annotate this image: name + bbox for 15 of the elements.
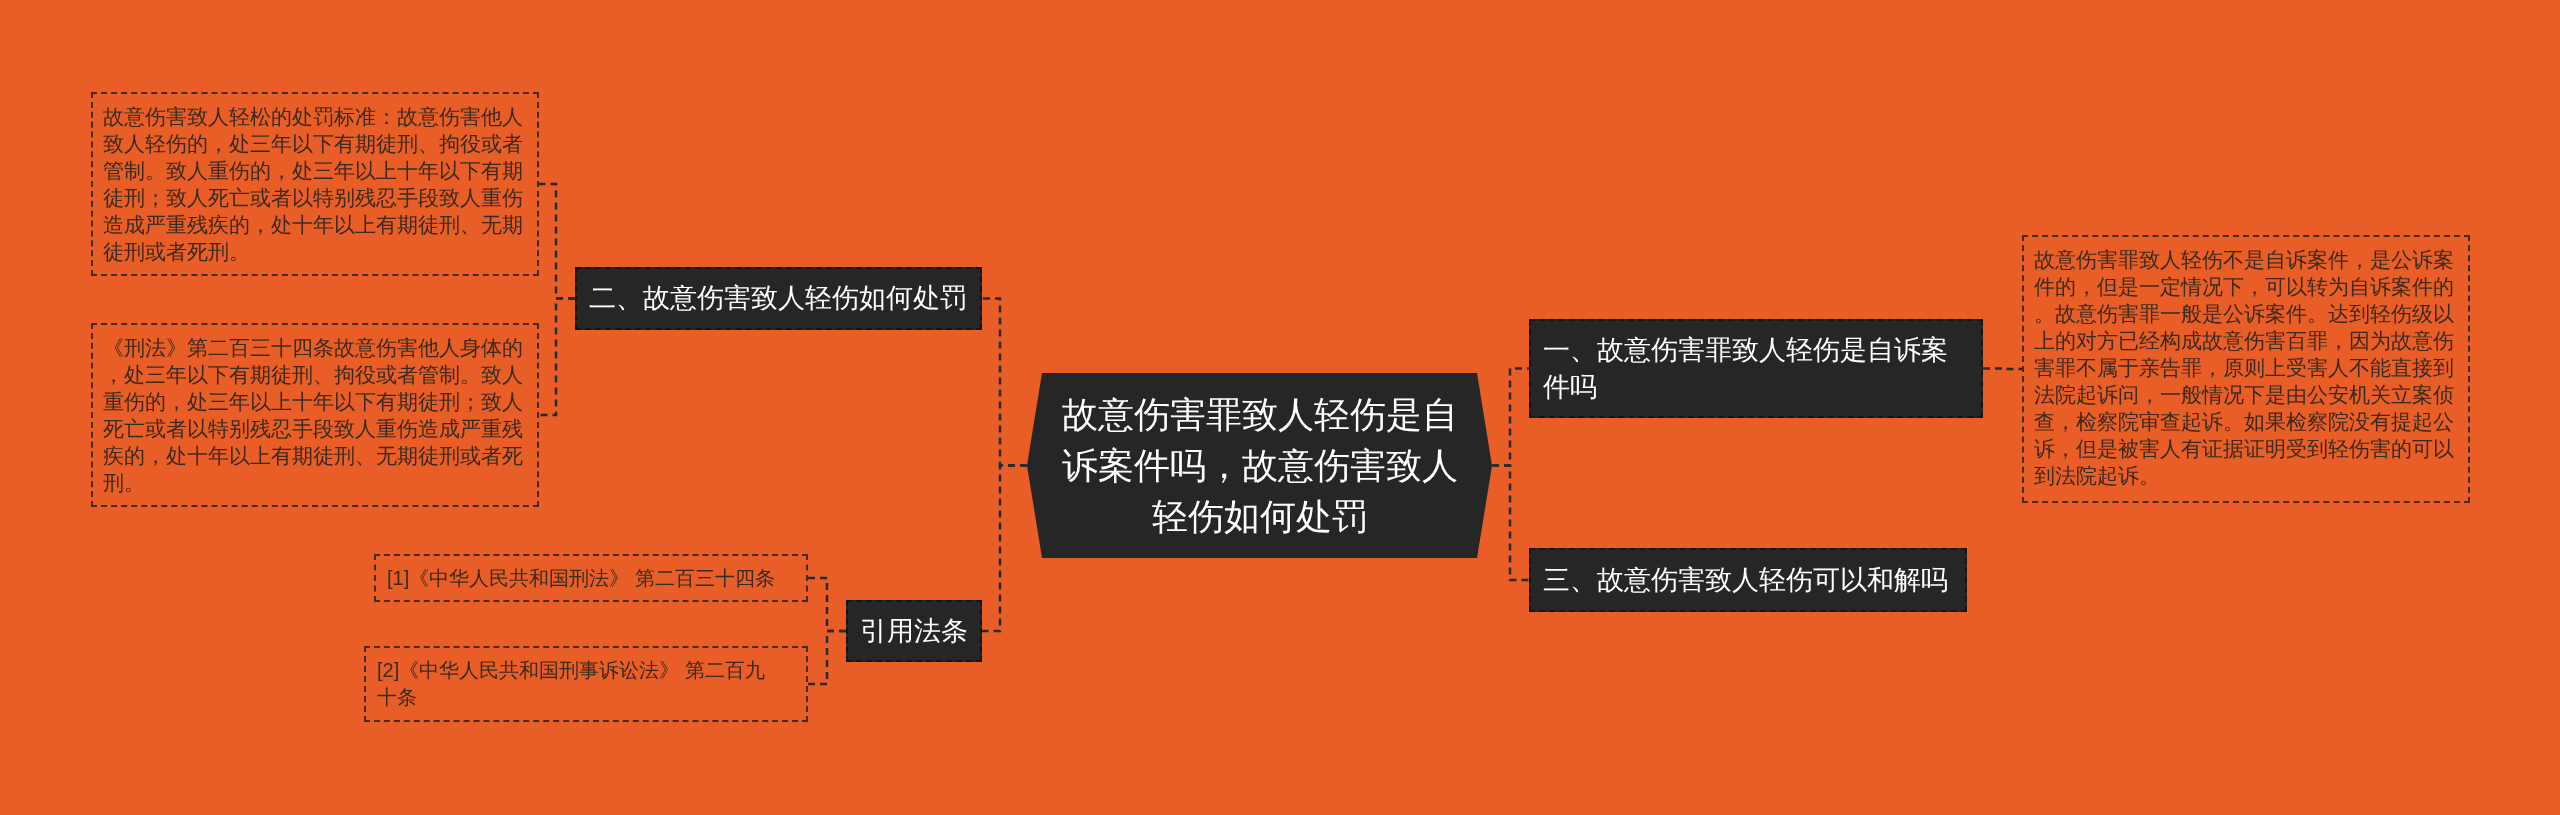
- connector-line: [539, 297, 575, 417]
- topic-box: 一、故意伤害罪致人轻伤是自诉案件吗: [1529, 319, 1983, 418]
- connector-line: [1983, 367, 2022, 371]
- note-box: 故意伤害罪致人轻伤不是自诉案件，是公诉案件的，但是一定情况下，可以转为自诉案件的。故意伤害罪一般是公诉案件。达到轻伤级以上的对方已经构成故意伤害百罪，因为故意伤害罪不属于亲告罪，原则上受害人不能直接到法院起诉问，一般情况下是由公安机关立案侦查，检察院审查起诉。如果检察院没有提起公诉，但是被害人有证据证明受到轻伤害的可以到法院起诉。: [2022, 235, 2470, 503]
- note-box: 《刑法》第二百三十四条故意伤害他人身体的，处三年以下有期徒刑、拘役或者管制。致人重伤的，处三年以上十年以下有期徒刑；致人死亡或者以特别残忍手段致人重伤造成严重残疾的，处十年以上有期徒刑、无期徒刑或者死刑。: [91, 323, 539, 507]
- topic-box: 三、故意伤害致人轻伤可以和解吗: [1529, 548, 1967, 612]
- connector-line: [982, 464, 1027, 633]
- topic-box: 二、故意伤害致人轻伤如何处罚: [575, 267, 982, 330]
- connector-line: [1492, 464, 1529, 582]
- topic-box: 引用法条: [846, 600, 982, 662]
- connector-line: [808, 629, 846, 686]
- note-box: 故意伤害致人轻松的处罚标准：故意伤害他人致人轻伤的，处三年以下有期徒刑、拘役或者管制。致人重伤的，处三年以上十年以下有期徒刑；致人死亡或者以特别残忍手段致人重伤造成严重残疾的，处十年以上有期徒刑、无期徒刑或者死刑。: [91, 92, 539, 276]
- citation-box: [2]《中华人民共和国刑事诉讼法》 第二百九十条: [364, 646, 808, 722]
- citation-box: [1]《中华人民共和国刑法》 第二百三十四条: [374, 554, 808, 602]
- central-hexagon: 故意伤害罪致人轻伤是自诉案件吗，故意伤害致人轻伤如何处罚: [1027, 373, 1492, 558]
